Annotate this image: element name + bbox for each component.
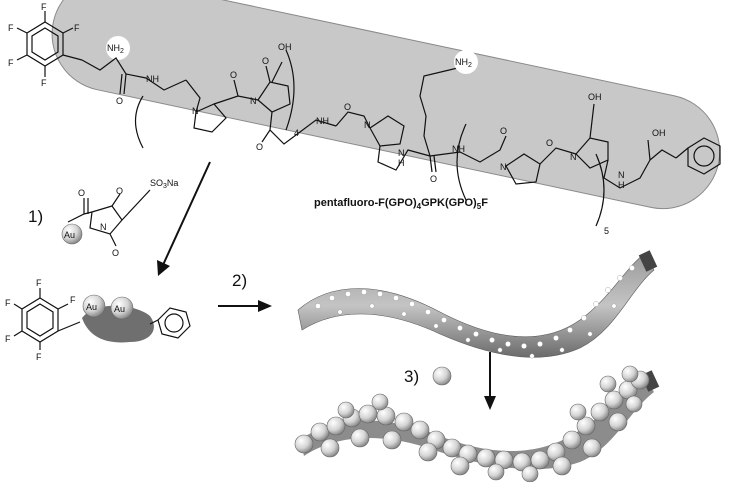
amide-nh-label: NH [146, 74, 159, 84]
repeat-bracket-close [595, 153, 605, 227]
phenyl-ring [149, 307, 191, 339]
carbonyl-o-label: O [546, 138, 553, 148]
pentafluorophenyl-ring [13, 288, 81, 350]
hydroxyl-label: OH [588, 92, 602, 102]
carbonyl-o-label: O [256, 142, 263, 152]
carbonyl-o-label: O [112, 248, 119, 258]
peptide-backbone [81, 57, 677, 189]
fluorine-label: F [41, 78, 47, 88]
pentafluorophenyl-ring [16, 11, 83, 77]
attachment-sites [315, 265, 635, 359]
carboxyl-label: OH [652, 128, 666, 138]
decorated-fiber [300, 380, 654, 470]
amine-label: NH2 [107, 43, 124, 55]
repeat-count: 5 [604, 226, 609, 236]
gold-label: Au [64, 230, 75, 240]
fluorine-label: F [74, 23, 80, 33]
nhs-ester-reagent [67, 189, 151, 247]
proline-n-label: N [250, 96, 257, 106]
peptide-fiber [297, 253, 655, 358]
fluorine-label: F [8, 58, 14, 68]
gold-label: Au [86, 302, 97, 312]
fluorine-label: F [36, 278, 42, 288]
peptide-name: pentafluoro-F(GPO)4GPK(GPO)5F [314, 197, 488, 211]
proline-n-label: N [500, 162, 507, 172]
amide-n-label: N [398, 148, 405, 158]
gold-nanoparticle [110, 296, 134, 320]
fiber-end-hatch [638, 250, 658, 272]
carbonyl-o-label: O [262, 56, 269, 66]
gold-nanoparticle [82, 294, 106, 318]
amine-label: NH2 [455, 57, 472, 69]
carbonyl-o-label: O [500, 126, 507, 136]
carbonyl-o-label: O [430, 174, 437, 184]
ester-o-label: O [78, 188, 85, 198]
gold-nanoparticle [61, 223, 83, 245]
hydroxyl-label: OH [278, 42, 292, 52]
step-3-arrowhead [484, 396, 496, 410]
repeat-bracket-open [456, 123, 467, 201]
proline-n-label: N [192, 106, 199, 116]
fluorine-label: F [41, 2, 47, 12]
repeat-bracket-close [285, 49, 295, 131]
fluorine-label: F [5, 334, 11, 344]
amide-nh-label: NH [316, 116, 329, 126]
sulfonate-label: SO3Na [150, 178, 178, 190]
amide-h-label: H [618, 180, 625, 190]
carbonyl-o-label: O [344, 102, 351, 112]
carbonyl-o-label: O [116, 96, 123, 106]
fluorine-label: F [5, 298, 11, 308]
fluorine-label: F [36, 352, 42, 362]
peptide-capsule [51, 0, 721, 210]
proline-n-label: N [570, 152, 577, 162]
fluorine-label: F [8, 23, 14, 33]
fluorine-label: F [70, 295, 76, 305]
proline-n-label: N [364, 120, 371, 130]
imide-n-label: N [100, 222, 107, 232]
nanoparticle-coating [294, 365, 650, 482]
amine-highlight [106, 36, 130, 60]
repeat-bracket-open [134, 95, 144, 149]
step-1-arrow [162, 161, 211, 266]
carbonyl-o-label: O [230, 70, 237, 80]
phenyl-ring [675, 137, 721, 175]
gold-label: Au [114, 304, 125, 314]
lysine-amine-highlight [454, 50, 478, 74]
step-3-label: 3) [404, 367, 419, 386]
step-1-label: 1) [28, 207, 43, 226]
amide-n-label: N [618, 170, 625, 180]
gold-nanoparticle [432, 366, 452, 386]
step-1-arrowhead [157, 260, 170, 276]
step-2-arrowhead [258, 300, 272, 312]
step-2-label: 2) [232, 271, 247, 290]
carbonyl-o-label: O [116, 186, 123, 196]
amide-nh-label: NH [452, 144, 465, 154]
repeat-count: 4 [294, 128, 299, 138]
amide-h-label: H [398, 158, 405, 168]
